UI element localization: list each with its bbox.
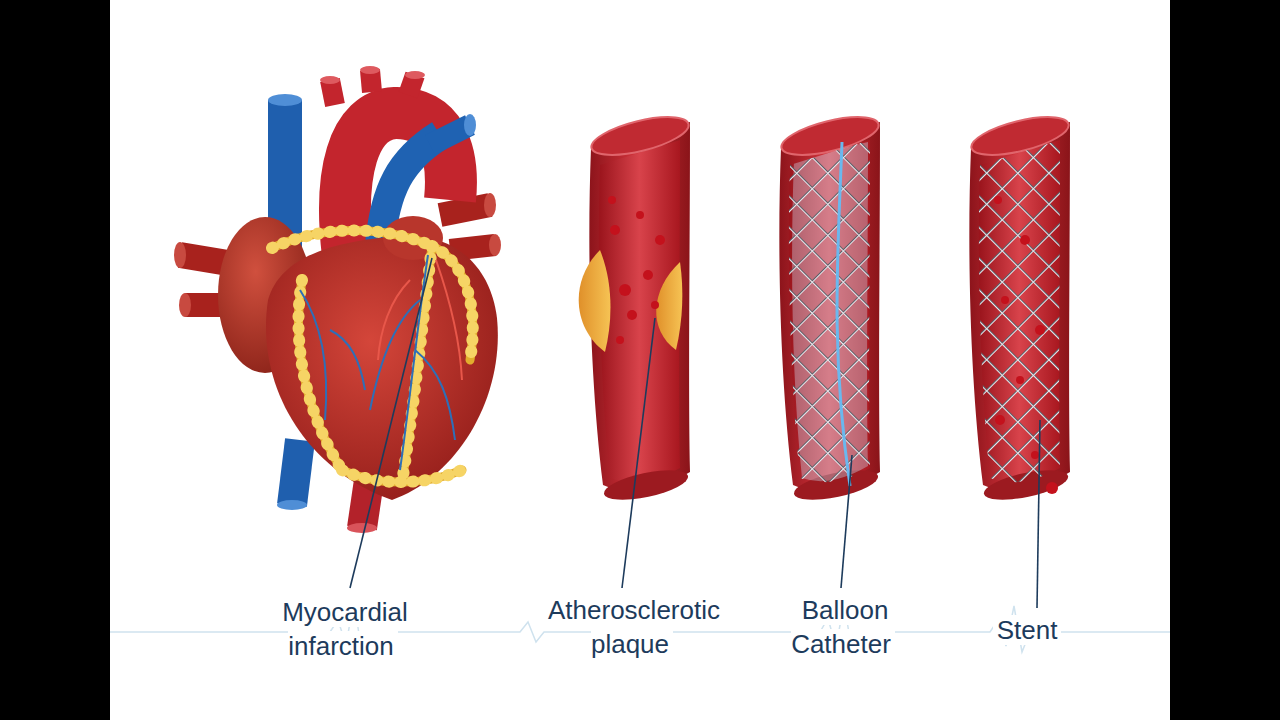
heart-illustration (174, 66, 501, 533)
part-label-text: Balloon Catheter (791, 595, 895, 659)
side-bar (1170, 0, 1280, 720)
part-label: Myocardial infarction (243, 595, 443, 663)
part-label: Stent (972, 613, 1082, 647)
part-label-text: Stent (993, 615, 1062, 645)
part-label: Balloon Catheter (768, 593, 918, 661)
leader-line (350, 258, 1040, 608)
part-label-text: Myocardial infarction (278, 597, 408, 661)
part-label: Atherosclerotic plaque (522, 593, 742, 661)
part-label-text: Atherosclerotic plaque (544, 595, 720, 659)
artery-plaque (579, 109, 692, 505)
artery-balloon (770, 109, 890, 505)
artery-stent (960, 109, 1080, 505)
side-bar (0, 0, 110, 720)
